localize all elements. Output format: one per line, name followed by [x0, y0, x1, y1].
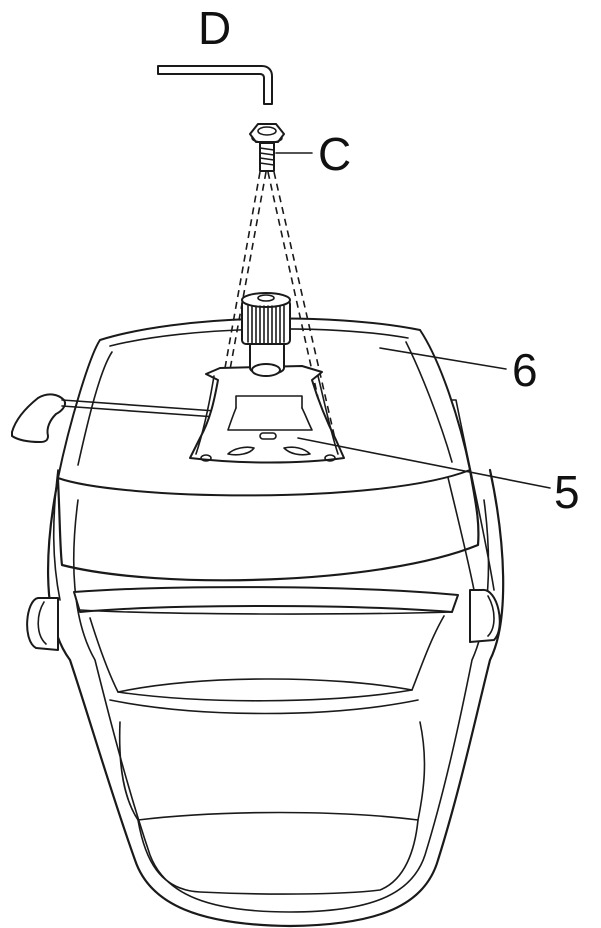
tilt-lever [11, 393, 231, 443]
leader-lines [275, 152, 551, 489]
label-seat: 6 [512, 344, 538, 396]
label-allen-key: D [198, 2, 231, 54]
backrest-frame [26, 399, 505, 928]
mechanism-plate [189, 365, 345, 464]
label-mechanism-plate: 5 [554, 466, 580, 518]
knurled-cap-grip [247, 305, 285, 345]
gas-lift-cylinder [241, 292, 291, 377]
lumbar-crossbar [73, 586, 459, 895]
bolt [249, 123, 285, 172]
label-bolt: C [318, 128, 351, 180]
allen-key [157, 65, 273, 105]
